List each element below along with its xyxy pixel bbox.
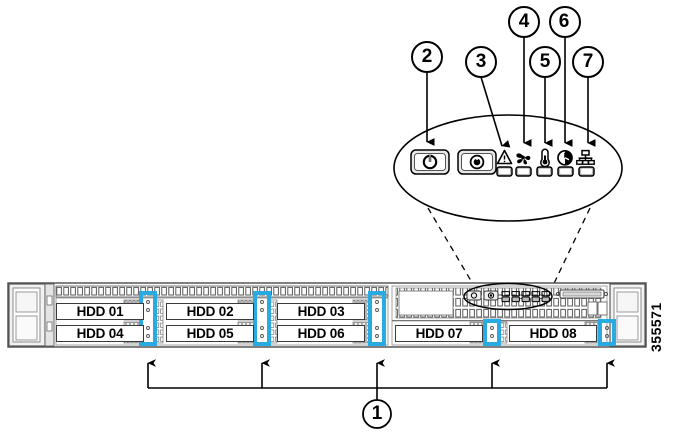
drive-bay[interactable]: HDD 01: [56, 303, 144, 320]
callout-number-2: 2: [421, 46, 433, 67]
callout-leader-lines: [426, 37, 596, 148]
latch-highlight-2: [253, 291, 271, 346]
drive-bay-label: HDD 04: [76, 326, 124, 341]
drive-bay[interactable]: HDD 05: [166, 325, 254, 342]
callout-circles-top: [411, 6, 604, 78]
drive-bay-label: HDD 05: [186, 326, 234, 341]
chassis-vent-strip: [55, 285, 389, 298]
identification-icon: [469, 154, 485, 170]
latch-screw-dots: [146, 300, 609, 338]
fan-icon: [516, 153, 531, 165]
left-rack-ear: [8, 283, 46, 347]
left-ear-hinge: [44, 283, 55, 347]
callout-number-3: 3: [475, 51, 487, 72]
drive-bay-label: HDD 01: [76, 304, 124, 319]
drive-bay-label: HDD 02: [186, 304, 234, 319]
callout-number-1: 1: [371, 403, 383, 424]
latch-highlight-5: [598, 319, 616, 346]
power-button[interactable]: [410, 149, 450, 175]
right-rack-ear: [609, 283, 646, 347]
thermometer-icon: [540, 148, 550, 168]
chassis-right-blank: [398, 290, 454, 316]
drive-bay-label: HDD 07: [415, 326, 463, 341]
warning-triangle-icon: [496, 149, 513, 165]
callout-4: [508, 6, 540, 38]
callout-2: [411, 41, 443, 73]
system-status-led: [496, 149, 513, 177]
latch-highlight-boxes: [139, 291, 616, 346]
chassis-operation-panel[interactable]: [463, 282, 553, 311]
magnifier-connectors: [427, 207, 591, 297]
leader-3: [480, 76, 511, 148]
usb-port-block: [587, 301, 608, 316]
latch-highlight-3: [368, 291, 386, 346]
network-icon: [576, 149, 595, 165]
callout-5: [529, 46, 561, 78]
callout-1: [362, 399, 392, 429]
latch-highlight-4: [483, 319, 501, 346]
drive-bay[interactable]: HDD 06: [277, 325, 365, 342]
callout-number-7: 7: [582, 51, 594, 72]
callout-number-6: 6: [558, 11, 570, 32]
console-connector: [555, 289, 609, 299]
callout-7: [572, 46, 604, 78]
callout-number-5: 5: [539, 51, 551, 72]
drive-bay[interactable]: HDD 08: [509, 325, 597, 342]
drive-bay-label: HDD 08: [529, 326, 577, 341]
drive-bay[interactable]: HDD 03: [277, 303, 365, 320]
callout-number-4: 4: [518, 11, 530, 32]
network-link-activity-led: [576, 149, 595, 177]
chassis-led-row: [501, 291, 550, 303]
drive-bay[interactable]: HDD 04: [56, 325, 144, 342]
operation-panel-highlight-oval: [463, 282, 553, 311]
drive-bay[interactable]: HDD 02: [166, 303, 254, 320]
temperature-status-led: [536, 148, 553, 177]
latch-callout-bracket: [147, 359, 615, 429]
identification-button[interactable]: [457, 149, 497, 175]
drive-bay-label: HDD 03: [297, 304, 345, 319]
chassis-power-button[interactable]: [466, 290, 482, 301]
power-supply-status-led: [557, 149, 574, 177]
drive-bay[interactable]: HDD 07: [395, 325, 483, 342]
power-supply-icon: [557, 149, 573, 166]
fan-status-led: [515, 153, 532, 177]
power-icon: [422, 154, 438, 170]
callout-6: [549, 6, 581, 38]
callout-3: [465, 46, 497, 78]
drive-bay-label: HDD 06: [297, 326, 345, 341]
figure-id: 355571: [648, 302, 664, 352]
magnifier-connector-right: [547, 207, 591, 297]
